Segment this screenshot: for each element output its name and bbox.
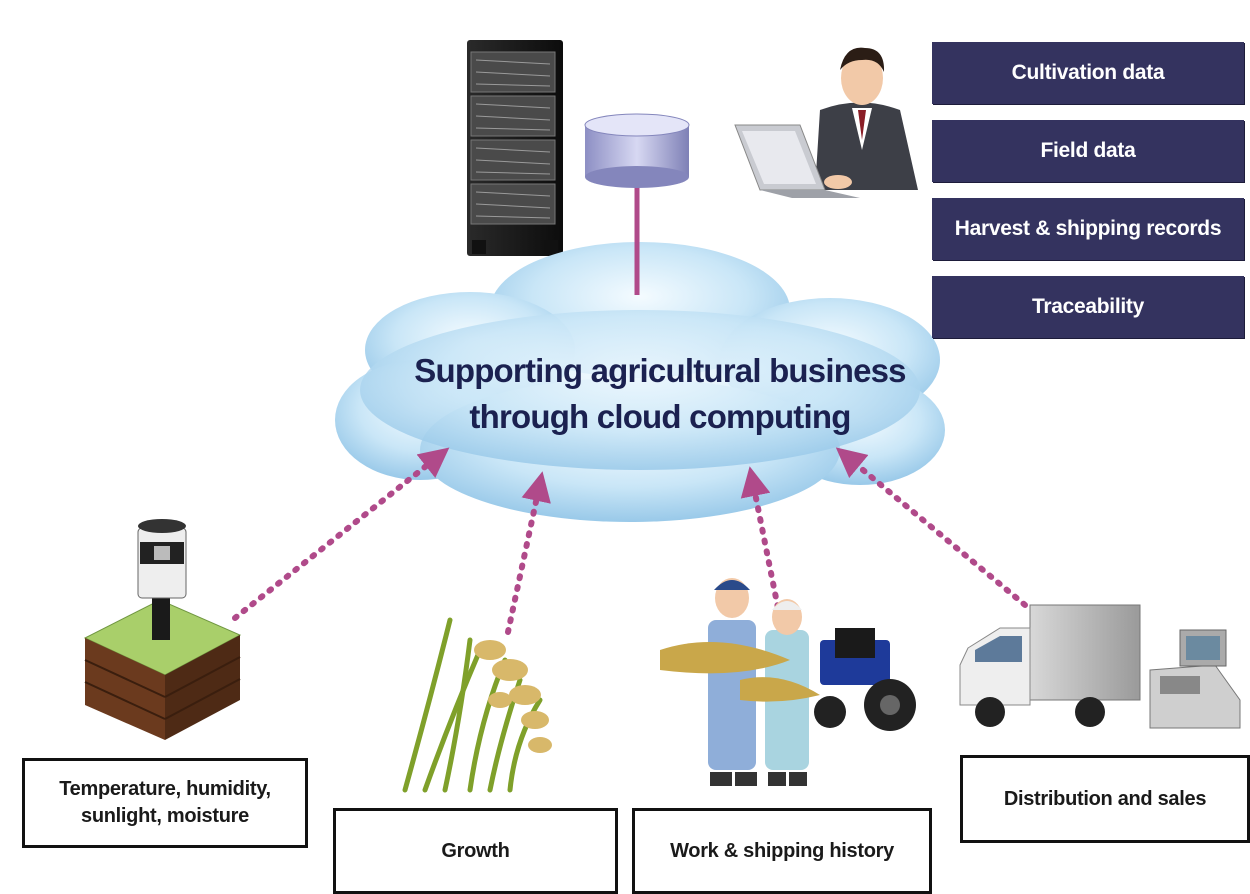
farmers-tractor-icon — [660, 578, 916, 786]
service-field-data: Field data — [932, 120, 1244, 182]
arrow-work — [740, 466, 783, 621]
businessman-laptop-icon — [734, 47, 918, 198]
cloud-title-line1: Supporting agricultural business — [414, 352, 906, 389]
label-work-shipping-history: Work & shipping history — [632, 808, 932, 894]
arrows — [232, 447, 1028, 635]
cloud-title: Supporting agricultural business through… — [380, 348, 940, 439]
label-sensor-line2: sunlight, moisture — [81, 805, 249, 827]
arrow-growth — [505, 471, 551, 635]
label-distribution-sales: Distribution and sales — [960, 755, 1250, 843]
service-traceability: Traceability — [932, 276, 1244, 338]
label-sensor-data: Temperature, humidity, sunlight, moistur… — [22, 758, 308, 848]
service-harvest-shipping-records: Harvest & shipping records — [932, 198, 1244, 260]
soil-sensor-icon — [83, 519, 242, 740]
server-rack-icon — [467, 40, 563, 256]
rice-plant-icon — [402, 617, 552, 793]
cloud-title-line2: through cloud computing — [469, 397, 851, 435]
database-icon — [584, 113, 690, 295]
arrow-sensor — [232, 447, 450, 621]
service-cultivation-data: Cultivation data — [932, 42, 1244, 104]
truck-register-icon — [959, 604, 1241, 729]
arrow-distribution — [835, 447, 1028, 608]
label-sensor-line1: Temperature, humidity, — [59, 778, 271, 800]
label-growth: Growth — [333, 808, 618, 894]
cloud-shape — [335, 242, 945, 522]
